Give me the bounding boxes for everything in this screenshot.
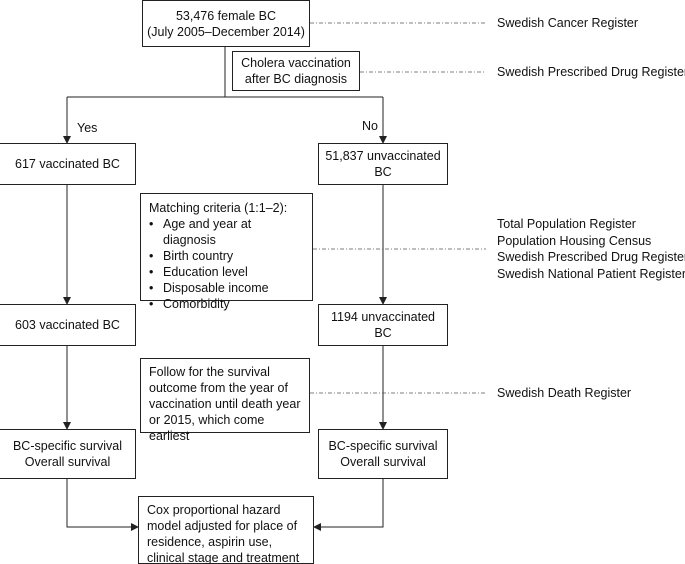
- no-label: No: [362, 119, 378, 133]
- vaccinated-603-box: 603 vaccinated BC: [0, 304, 136, 346]
- outcome-right-line1: BC-specific survival: [328, 439, 438, 453]
- vaccinated-617-label: 617 vaccinated BC: [15, 157, 120, 171]
- unvaccinated-51837-line1: 51,837 unvaccinated: [325, 149, 441, 163]
- register-matching-list: Total Population Register Population Hou…: [497, 216, 685, 282]
- outcome-right-box: BC-specific survival Overall survival: [318, 429, 448, 479]
- cox-model-line: residence, aspirin use,: [147, 535, 273, 549]
- follow-up-box: Follow for the survival outcome from the…: [140, 358, 310, 443]
- register-matching-item: Swedish National Patient Register: [497, 266, 685, 281]
- matching-criteria-title: Matching criteria (1:1–2):: [149, 201, 288, 215]
- matching-criteria-item: Age and year at diagnosis: [149, 216, 304, 248]
- right-to-cox-arrow: [313, 479, 384, 531]
- register-cancer: Swedish Cancer Register: [497, 16, 639, 30]
- vaccinated-603-label: 603 vaccinated BC: [15, 318, 120, 332]
- cox-model-line: model adjusted for place of: [147, 519, 298, 533]
- outcome-left-box: BC-specific survival Overall survival: [0, 429, 136, 479]
- total-cohort-line2: (July 2005–December 2014): [147, 24, 305, 39]
- unvaccinated-1194-box: 1194 unvaccinated BC: [318, 304, 448, 346]
- yes-label: Yes: [77, 121, 98, 135]
- outcome-right-line2: Overall survival: [340, 455, 426, 469]
- register-death: Swedish Death Register: [497, 386, 632, 400]
- follow-up-line: Follow for the survival: [149, 365, 270, 379]
- cholera-line2: after BC diagnosis: [244, 72, 348, 86]
- cox-model-line: clinical stage and treatment: [147, 551, 300, 564]
- matching-criteria-box: Matching criteria (1:1–2): Age and year …: [140, 193, 313, 312]
- register-matching-item: Swedish Prescribed Drug Register: [497, 250, 685, 264]
- register-matching-item: Total Population Register: [497, 217, 636, 231]
- outcome-left-line2: Overall survival: [24, 455, 111, 469]
- register-drug: Swedish Prescribed Drug Register: [497, 65, 685, 79]
- follow-up-line: vaccination until death year: [149, 397, 301, 411]
- cox-model-box: Cox proportional hazard model adjusted f…: [138, 496, 314, 564]
- cholera-line1: Cholera vaccination: [241, 56, 351, 70]
- matching-criteria-item: Disposable income: [149, 280, 304, 296]
- left-to-cox-arrow: [66, 479, 139, 531]
- unvaccinated-1194-line1: 1194 unvaccinated: [330, 310, 436, 324]
- matching-criteria-item: Education level: [149, 264, 304, 280]
- unvaccinated-1194-line2: BC: [374, 326, 392, 340]
- total-cohort-box: 53,476 female BC (July 2005–December 201…: [142, 0, 310, 47]
- matching-criteria-item: Birth country: [149, 248, 304, 264]
- outcome-left-line1: BC-specific survival: [12, 439, 123, 453]
- matching-criteria-list: Age and year at diagnosis Birth country …: [149, 216, 304, 312]
- unvaccinated-51837-line2: BC: [374, 165, 392, 179]
- unvaccinated-51837-box: 51,837 unvaccinated BC: [318, 143, 448, 185]
- vaccinated-617-box: 617 vaccinated BC: [0, 143, 136, 185]
- matching-criteria-item: Comorbidity: [149, 296, 304, 312]
- follow-up-line: or 2015, which come earliest: [149, 413, 265, 443]
- cox-model-line: Cox proportional hazard: [147, 503, 281, 517]
- total-cohort-line1: 53,476 female BC: [175, 8, 277, 23]
- register-matching-item: Population Housing Census: [497, 233, 652, 248]
- follow-up-line: outcome from the year of: [149, 381, 288, 395]
- cholera-vaccination-box: Cholera vaccination after BC diagnosis: [232, 51, 360, 91]
